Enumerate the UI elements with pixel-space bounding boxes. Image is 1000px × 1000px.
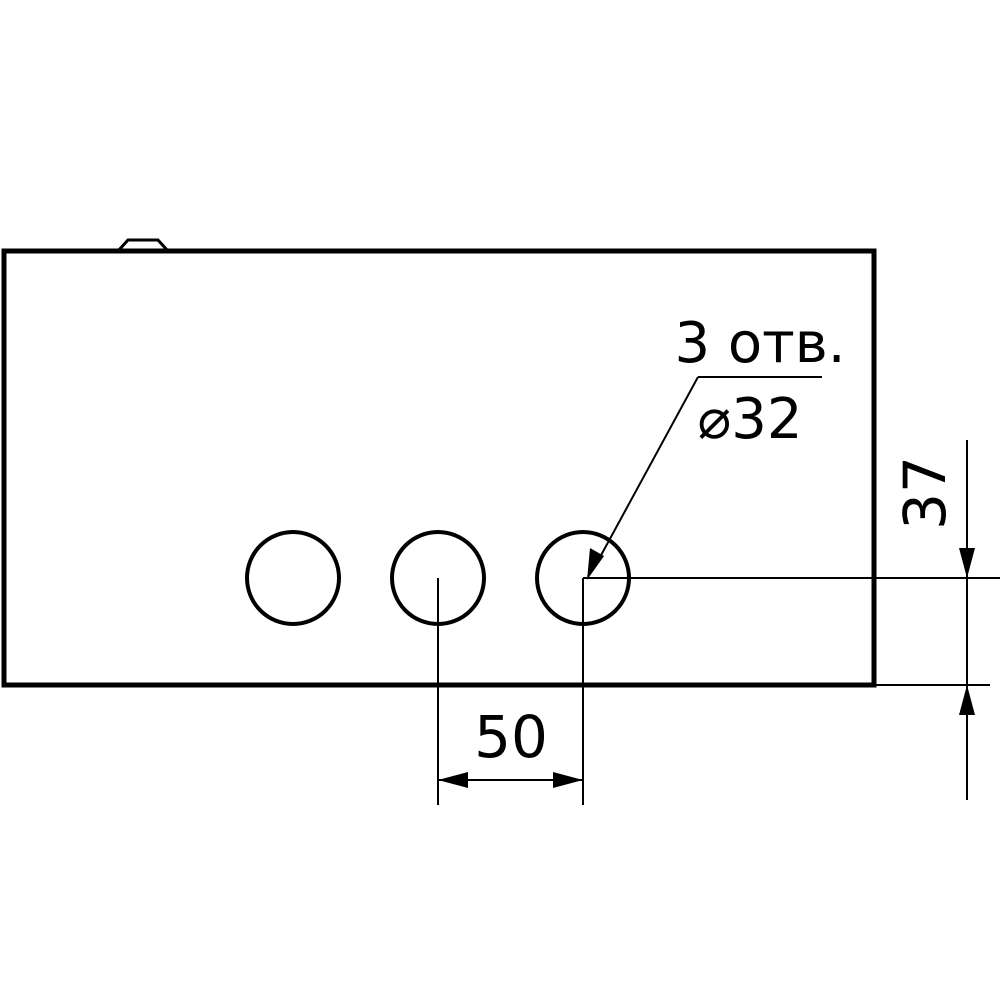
leader-arrowhead (587, 548, 604, 580)
dimension-offset-label: 37 (891, 456, 959, 530)
arrowhead-left (438, 772, 468, 788)
hole-diameter-label: ⌀32 (698, 387, 803, 452)
hole-left (245, 530, 341, 626)
arrowhead-top (959, 548, 975, 578)
arrowhead-bottom (959, 685, 975, 715)
dimension-spacing-label: 50 (474, 703, 548, 771)
hole-count-label: 3 отв. (674, 311, 845, 376)
leader-line (592, 376, 699, 571)
top-edge-notch (116, 238, 170, 253)
arrowhead-right (553, 772, 583, 788)
